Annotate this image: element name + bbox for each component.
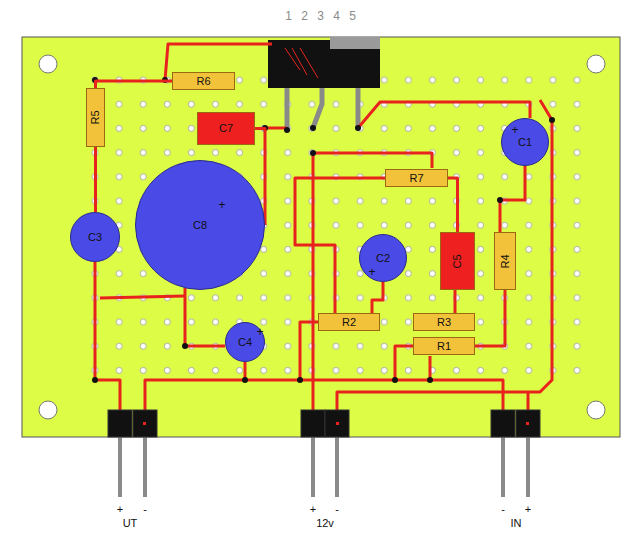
part-label: C7	[219, 123, 233, 134]
mounting-holes	[39, 55, 605, 419]
resistor-symbol: R4	[494, 232, 516, 290]
part-label: R2	[342, 317, 356, 328]
resistor-symbol: R2	[318, 313, 380, 331]
part-label: C2	[376, 253, 390, 264]
pin-sign: +	[310, 504, 316, 515]
solder-dots	[92, 77, 555, 383]
connector-name: 12v	[316, 518, 334, 529]
part-label: C4	[238, 337, 252, 348]
part-label: R6	[196, 76, 210, 87]
pin-numbers: 1 2 3 4 5	[285, 10, 359, 22]
regulator-symbol	[268, 37, 380, 130]
part-label: R3	[437, 317, 451, 328]
electrolytic-capacitor: C1+	[501, 118, 549, 166]
pin-sign: -	[143, 504, 147, 515]
polarity-mark: +	[368, 266, 375, 278]
part-label: C3	[88, 232, 102, 243]
connector-name: IN	[511, 518, 522, 529]
wire	[94, 147, 97, 212]
pin-sign: -	[501, 504, 505, 515]
pin-sign: -	[335, 504, 339, 515]
polarity-mark: +	[218, 199, 225, 211]
board	[22, 37, 620, 437]
pin-sign: +	[525, 504, 531, 515]
part-label: R5	[90, 110, 101, 124]
part-label: C8	[193, 220, 207, 231]
electrolytic-capacitor: C2+	[359, 234, 407, 282]
resistor-symbol: R7	[385, 169, 448, 187]
resistor-symbol: R5	[86, 88, 105, 147]
part-label: R4	[500, 254, 511, 268]
pin-sign: +	[117, 504, 123, 515]
wire	[96, 81, 173, 88]
resistor-symbol: R6	[172, 72, 235, 90]
polarity-mark: +	[256, 326, 263, 338]
part-label: R7	[409, 173, 423, 184]
part-label: C5	[452, 254, 463, 268]
part-label: R1	[437, 341, 451, 352]
resistor-symbol: R1	[413, 337, 475, 355]
part-label: C1	[518, 137, 532, 148]
connector-name: UT	[123, 518, 138, 529]
hole-grid	[83, 68, 589, 383]
capacitor-symbol: C7	[197, 112, 255, 145]
wire	[448, 178, 458, 232]
resistor-symbol: R3	[413, 313, 475, 331]
electrolytic-capacitor: C3	[70, 212, 120, 262]
wires	[95, 44, 552, 410]
pin-headers	[108, 410, 540, 497]
electrolytic-capacitor: C4 +	[225, 322, 265, 362]
electrolytic-capacitor: C8 +	[135, 160, 265, 290]
capacitor-symbol: C5	[440, 232, 475, 290]
polarity-mark: +	[511, 124, 518, 136]
